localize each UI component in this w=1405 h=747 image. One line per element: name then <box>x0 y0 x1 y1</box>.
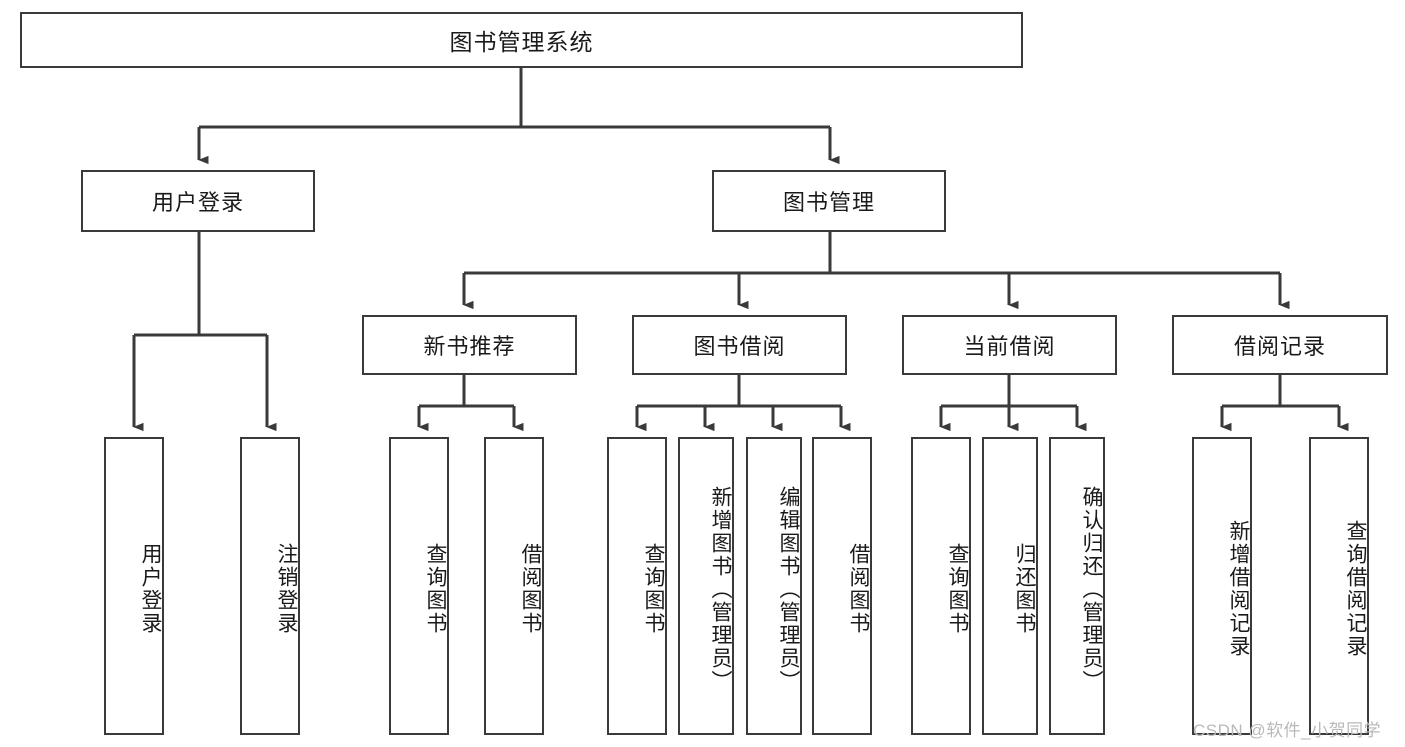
node-new-book-recommend[interactable]: 新书推荐 <box>362 315 577 375</box>
node-label: 图书管理系统 <box>449 29 594 55</box>
node-label: 借阅图书 <box>847 543 870 635</box>
csdn-watermark: CSDN @软件_小贺同学 <box>1193 721 1382 740</box>
node-label: 新增图书（管理员） <box>709 485 732 693</box>
node-label: 查询图书 <box>642 543 665 635</box>
node-leaf-borrow-book-recommend[interactable]: 借阅图书 <box>484 437 544 735</box>
node-label: 查询图书 <box>946 543 969 635</box>
node-label: 图书管理 <box>782 190 875 215</box>
node-leaf-borrow-book[interactable]: 借阅图书 <box>812 437 872 735</box>
node-label: 用户登录 <box>139 543 162 635</box>
node-label: 查询借阅记录 <box>1344 520 1367 658</box>
node-label: 借阅图书 <box>519 543 542 635</box>
node-leaf-logout-login[interactable]: 注销登录 <box>240 437 300 735</box>
node-current-borrow[interactable]: 当前借阅 <box>902 315 1117 375</box>
node-leaf-add-borrow-record[interactable]: 新增借阅记录 <box>1192 437 1252 735</box>
node-label: 当前借阅 <box>963 334 1056 359</box>
node-leaf-user-login[interactable]: 用户登录 <box>104 437 164 735</box>
node-leaf-return-book[interactable]: 归还图书 <box>982 437 1038 735</box>
node-label: 用户登录 <box>151 190 244 215</box>
node-label: 注销登录 <box>275 543 298 635</box>
node-leaf-edit-book[interactable]: 编辑图书（管理员） <box>746 437 802 735</box>
node-book-borrow[interactable]: 图书借阅 <box>632 315 847 375</box>
node-user-login[interactable]: 用户登录 <box>81 170 315 232</box>
node-leaf-add-book[interactable]: 新增图书（管理员） <box>678 437 734 735</box>
node-label: 归还图书 <box>1013 543 1036 635</box>
node-leaf-confirm-return[interactable]: 确认归还（管理员） <box>1049 437 1105 735</box>
node-label: 图书借阅 <box>693 334 786 359</box>
node-label: 借阅记录 <box>1233 334 1326 359</box>
node-label: 新书推荐 <box>423 334 516 359</box>
node-borrow-record[interactable]: 借阅记录 <box>1172 315 1388 375</box>
node-label: 新增借阅记录 <box>1227 520 1250 658</box>
node-label: 确认归还（管理员） <box>1080 485 1103 693</box>
node-leaf-query-book-recommend[interactable]: 查询图书 <box>389 437 449 735</box>
node-label: 编辑图书（管理员） <box>777 485 800 693</box>
node-leaf-query-borrow-record[interactable]: 查询借阅记录 <box>1309 437 1369 735</box>
node-root-system[interactable]: 图书管理系统 <box>20 12 1023 68</box>
node-book-management[interactable]: 图书管理 <box>712 170 946 232</box>
node-label: 查询图书 <box>424 543 447 635</box>
node-leaf-query-book-current[interactable]: 查询图书 <box>911 437 971 735</box>
node-leaf-query-book-borrow[interactable]: 查询图书 <box>607 437 667 735</box>
